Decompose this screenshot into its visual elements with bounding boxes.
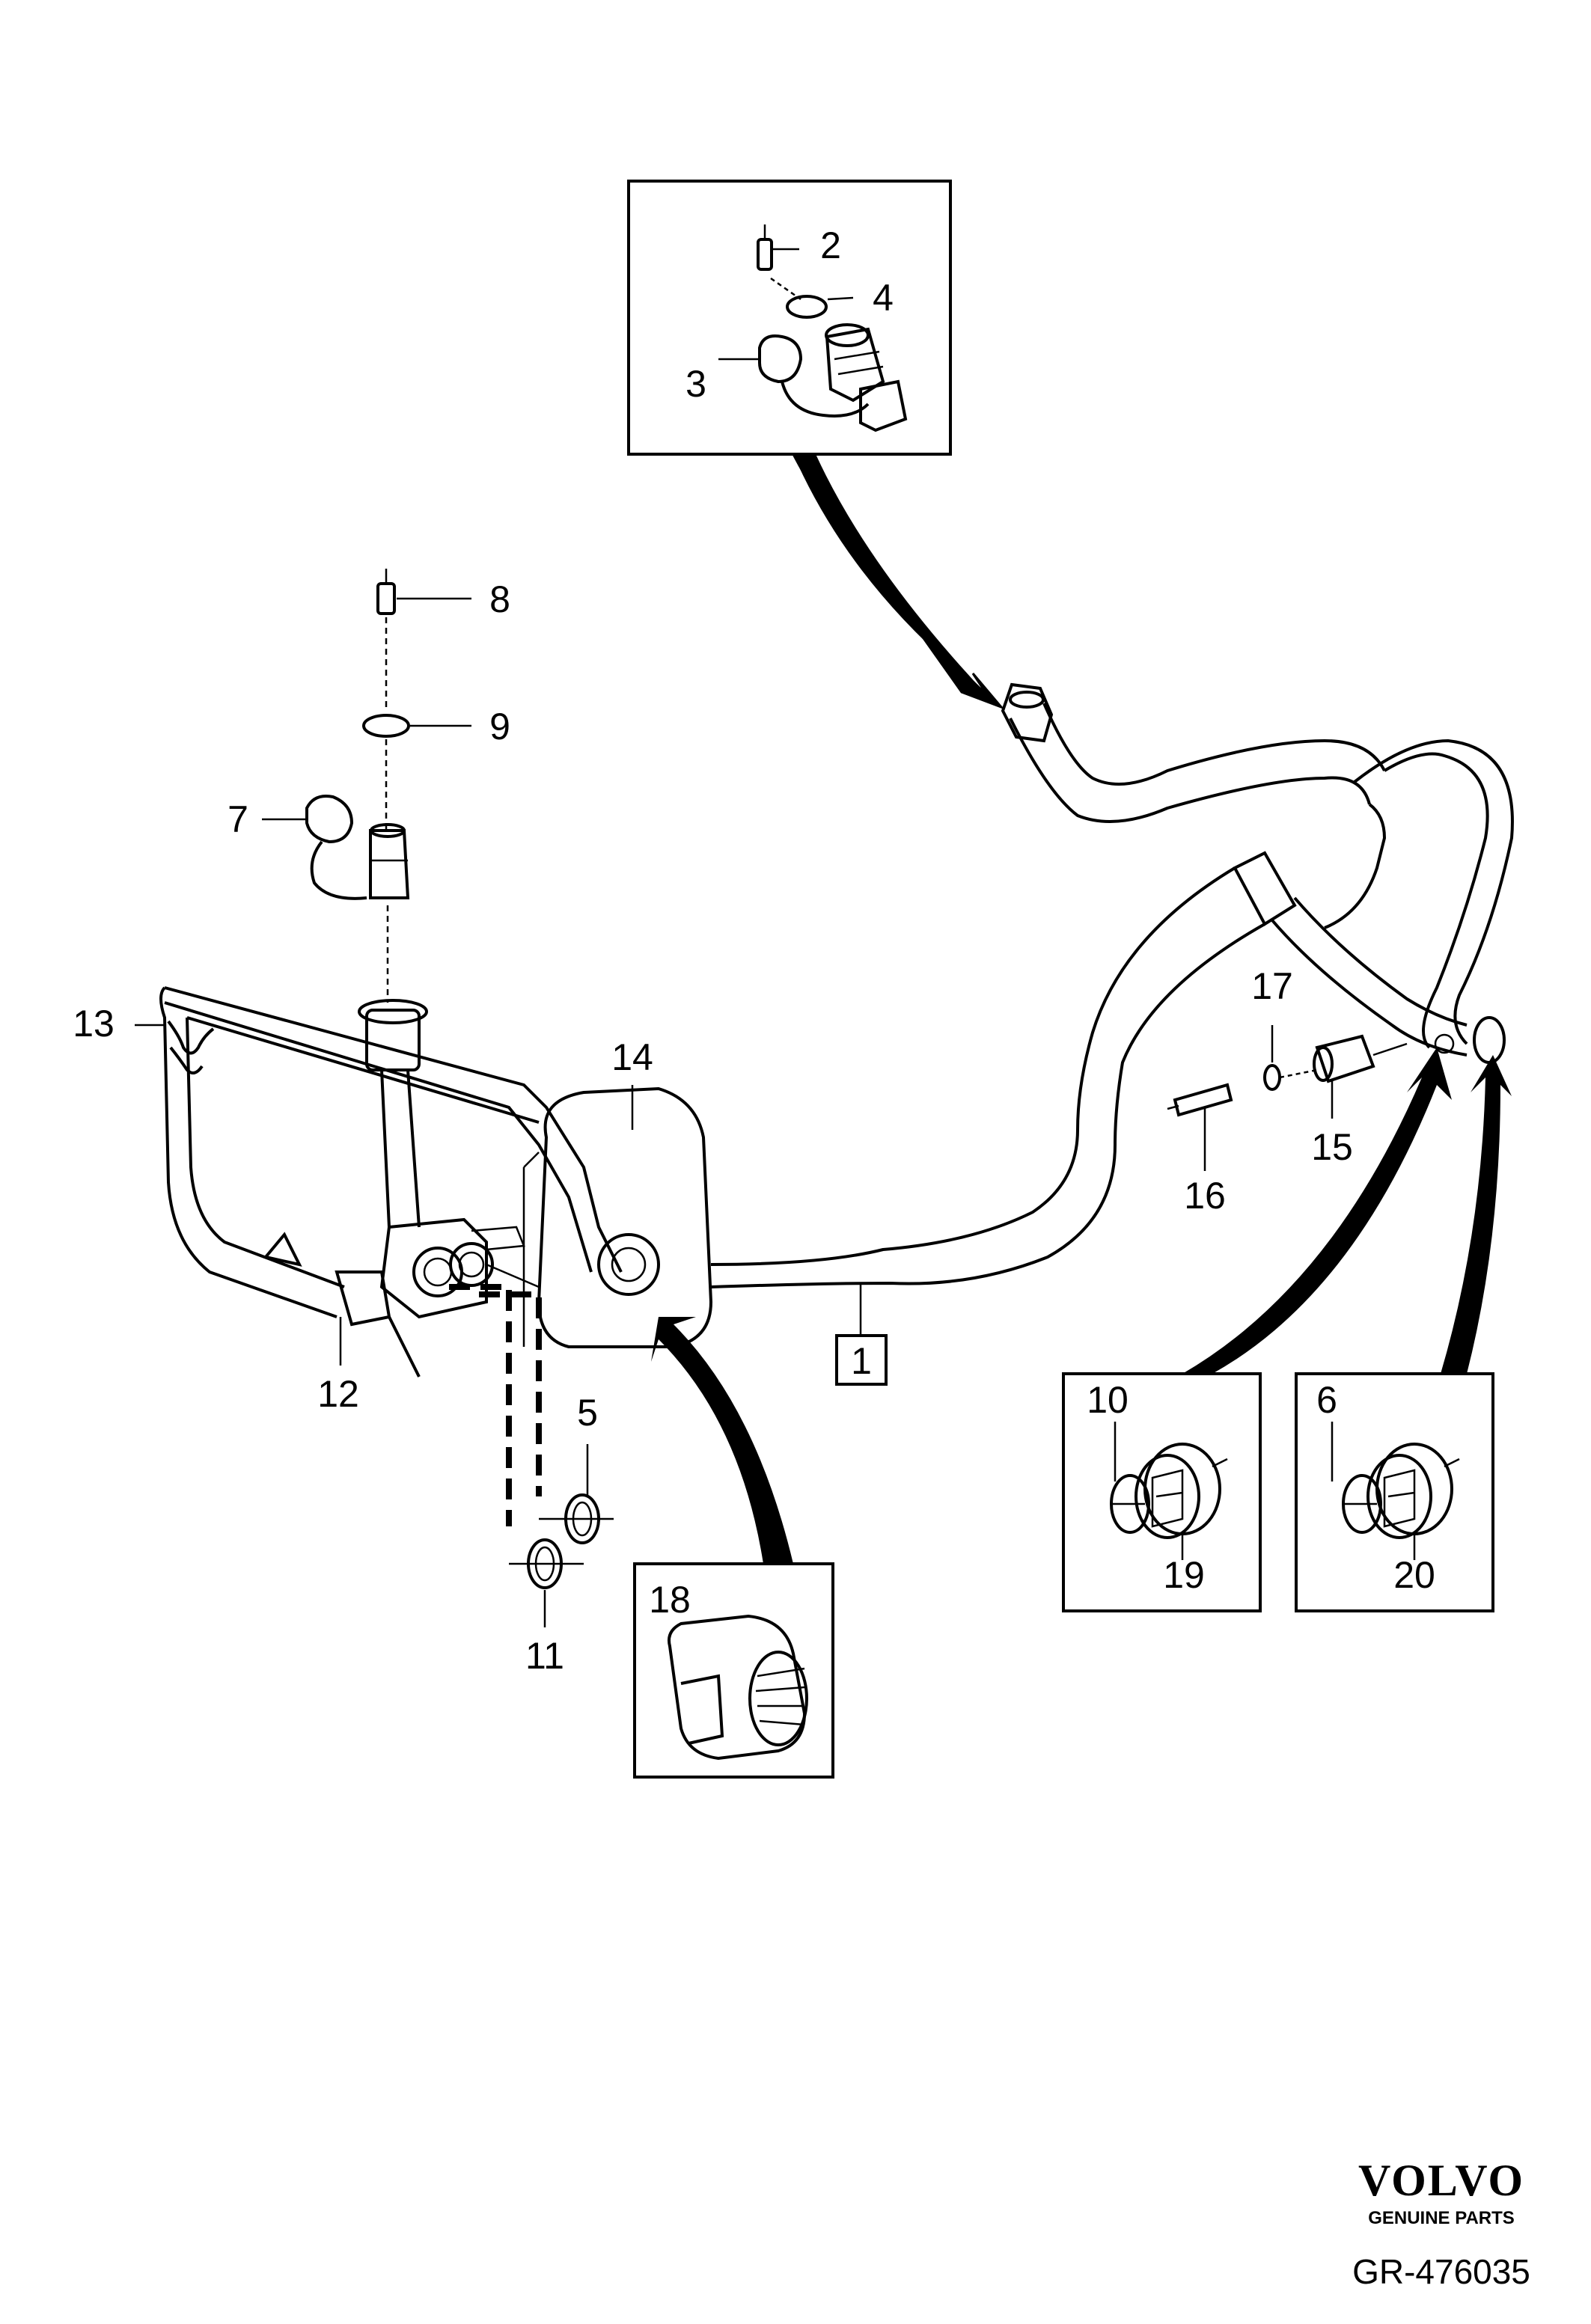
detail-box-10-19 (1062, 1372, 1262, 1612)
callout-20: 20 (1393, 1554, 1435, 1596)
o-ring-5 (539, 1444, 614, 1544)
callout-2: 2 (820, 224, 841, 266)
callout-11: 11 (525, 1635, 564, 1677)
evaporator-housing (522, 1086, 713, 1348)
callout-14: 14 (611, 1036, 653, 1078)
callout-1-box (835, 1334, 888, 1386)
detail-box-6-20 (1295, 1372, 1494, 1612)
service-port-lower (358, 999, 428, 1071)
o-ring-11 (509, 1538, 584, 1627)
hose-end-fitting (1001, 682, 1054, 743)
callout-17: 17 (1251, 965, 1293, 1007)
callout-9: 9 (489, 706, 510, 747)
callout-4: 4 (873, 277, 894, 319)
ac-pipe-assembly (710, 682, 1514, 1336)
service-valve-stack-left (262, 569, 471, 1003)
detail-box-service-port (627, 180, 952, 456)
brand-tagline: GENUINE PARTS (1368, 2208, 1515, 2228)
callout-1: 1 (851, 1340, 872, 1382)
callout-8: 8 (489, 578, 510, 620)
callout-5: 5 (577, 1392, 598, 1434)
service-valve-stack-right (1167, 1025, 1408, 1171)
callout-3: 3 (685, 363, 706, 405)
callout-10: 10 (1087, 1379, 1129, 1421)
callout-15: 15 (1311, 1126, 1353, 1168)
callout-6: 6 (1316, 1379, 1337, 1421)
detail-arrow-20 (1441, 1055, 1512, 1374)
detail-arrow-19 (1182, 1048, 1452, 1374)
detail-arrow-18 (651, 1317, 793, 1564)
expansion-valve-block (263, 1217, 525, 1377)
callout-13: 13 (73, 1003, 114, 1045)
callout-7: 7 (227, 798, 248, 840)
detail-box-18 (633, 1562, 834, 1779)
callout-12: 12 (317, 1373, 359, 1415)
callout-19: 19 (1163, 1554, 1205, 1596)
callout-18: 18 (649, 1579, 691, 1621)
brand-logo: VOLVO (1358, 2156, 1524, 2205)
callout-16: 16 (1184, 1175, 1226, 1217)
pipe-clip (167, 1020, 215, 1074)
diagram-code: GR-476035 (1352, 2252, 1530, 2291)
left-pipe-frame (159, 986, 623, 1526)
